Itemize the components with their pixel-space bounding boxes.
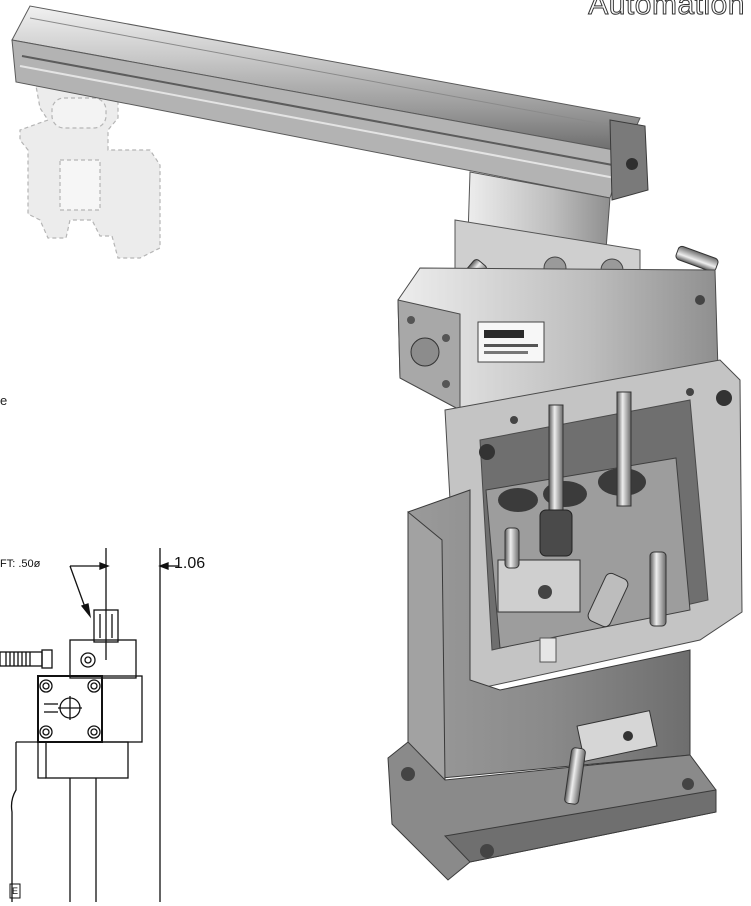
shaft-diameter-label: FT: .50ø <box>0 558 41 570</box>
cropped-text-fragment: e <box>0 393 8 408</box>
technical-drawing <box>0 548 178 902</box>
drawing-corner-mark: E <box>12 886 19 896</box>
inner-block <box>485 391 691 695</box>
mounting-base <box>387 489 717 881</box>
brand-logo-text: Automation <box>588 0 745 22</box>
width-dimension-label: 1.06 <box>174 555 206 572</box>
ghost-gripper-icon <box>19 85 161 259</box>
